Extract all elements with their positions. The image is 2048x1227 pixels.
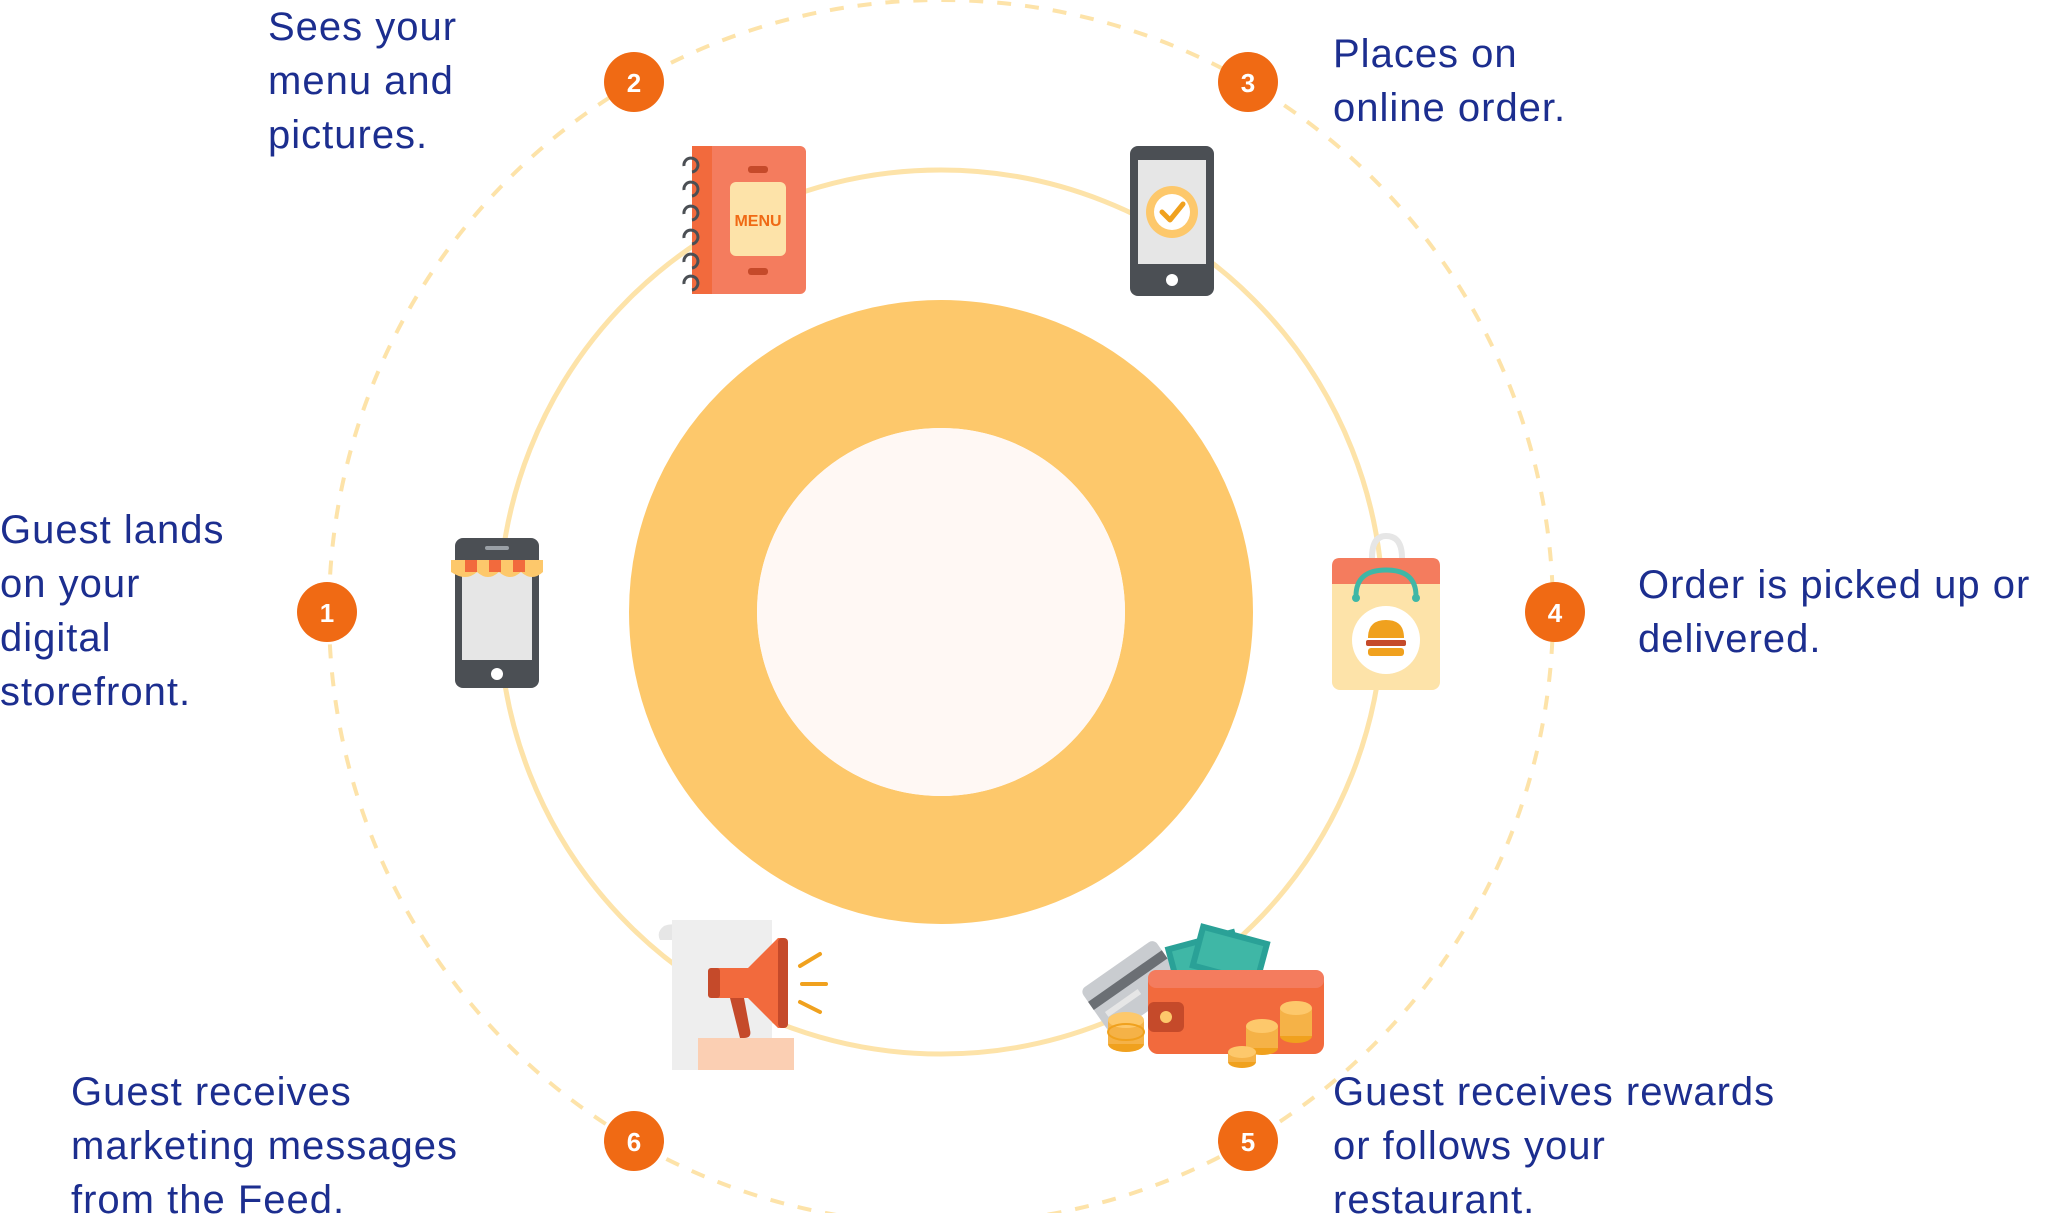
step-5-line-3: restaurant. [1333,1178,1536,1222]
step-1-line-4: storefront. [0,670,192,714]
step-label-3: Places on online order. [1333,27,1566,135]
step-1-line-1: Guest lands [0,508,225,552]
step-badge-6: 6 [604,1111,664,1171]
step-number-5: 5 [1241,1127,1255,1157]
step-number-1: 1 [320,598,334,628]
step-label-2: Sees your menu and pictures. [268,0,457,162]
menu-book-label: MENU [734,213,781,230]
step-number-3: 3 [1241,68,1255,98]
step-label-6: Guest receives marketing messages from t… [71,1065,458,1227]
menu-book-icon: MENU [682,146,806,294]
phone-checkmark-icon [1130,146,1214,296]
step-3-line-1: Places on [1333,32,1518,76]
step-5-line-1: Guest receives rewards [1333,1070,1776,1114]
step-6-line-1: Guest receives [71,1070,352,1114]
step-badge-4: 4 [1525,582,1585,642]
step-1-line-2: on your [0,562,141,606]
step-5-line-2: or follows your [1333,1124,1606,1168]
delivery-bag-icon [1332,532,1440,690]
storefront-phone-icon [451,538,543,688]
step-4-line-2: delivered. [1638,617,1822,661]
step-1-line-3: digital [0,616,112,660]
step-2-line-1: Sees your [268,5,458,49]
megaphone-icon [658,920,828,1070]
wallet-money-icon [1082,923,1324,1068]
step-6-line-2: marketing messages [71,1124,459,1168]
step-3-line-2: online order. [1333,86,1567,130]
step-label-5: Guest receives rewards or follows your r… [1333,1065,1775,1227]
step-badge-3: 3 [1218,52,1278,112]
step-label-1: Guest lands on your digital storefront. [0,503,224,719]
step-number-2: 2 [627,68,641,98]
step-badge-1: 1 [297,582,357,642]
step-number-4: 4 [1548,598,1563,628]
step-6-line-3: from the Feed. [71,1178,346,1222]
step-badge-5: 5 [1218,1111,1278,1171]
step-number-6: 6 [627,1127,641,1157]
step-badge-2: 2 [604,52,664,112]
center-disc [757,428,1125,796]
center-donut [629,300,1253,924]
step-4-line-1: Order is picked up or [1638,563,2031,607]
step-label-4: Order is picked up or delivered. [1638,558,2030,666]
step-2-line-2: menu and [268,59,454,103]
step-2-line-3: pictures. [268,113,429,157]
